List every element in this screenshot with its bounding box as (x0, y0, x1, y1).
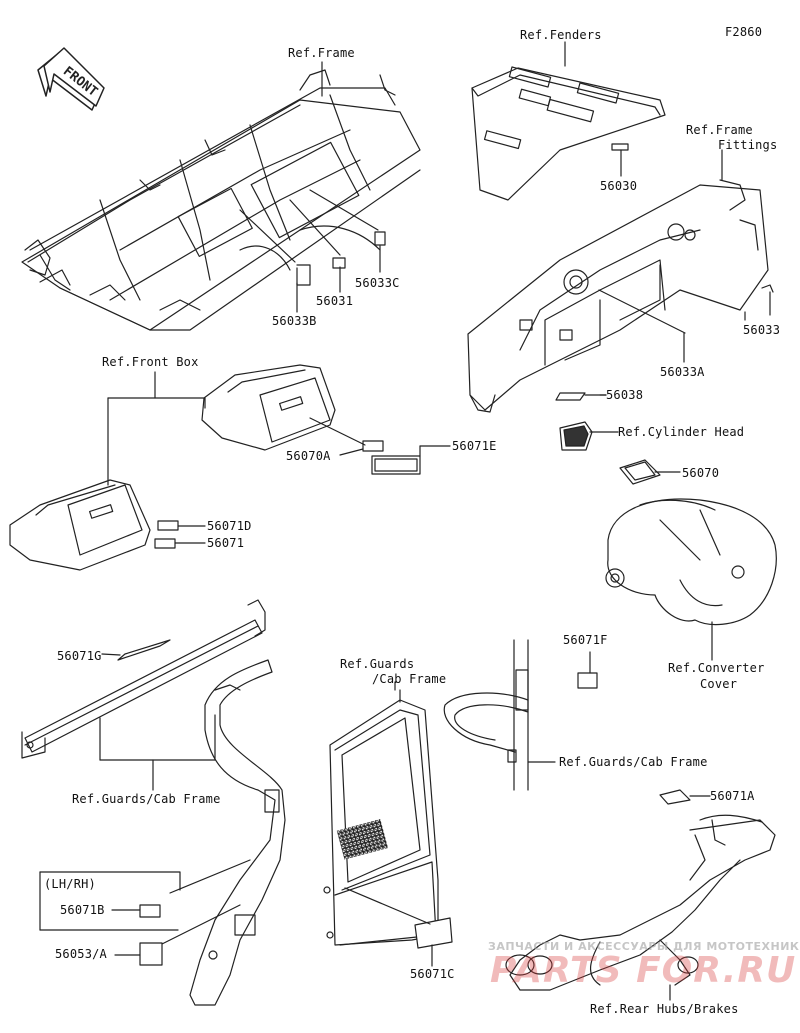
watermark-logo: PARTS FOR.RU (490, 950, 797, 991)
converter-cover-label (619, 459, 681, 485)
ref-frame-fittings-label-line2[interactable]: Fittings (718, 138, 778, 152)
ref-cylinder-head-label[interactable]: Ref.Cylinder Head (618, 425, 745, 439)
ref-fenders-label[interactable]: Ref.Fenders (520, 28, 602, 42)
part-56071B[interactable]: 56071B (60, 903, 105, 917)
ref-converter-label-line1[interactable]: Ref.Converter (668, 661, 765, 675)
part-56071G[interactable]: 56071G (57, 649, 102, 663)
part-56038[interactable]: 56038 (606, 388, 644, 402)
ref-front-box-label[interactable]: Ref.Front Box (102, 355, 199, 369)
part-56071A[interactable]: 56071A (710, 789, 755, 803)
ref-guards-right-label[interactable]: Ref.Guards/Cab Frame (559, 755, 708, 769)
fender-label-56030 (611, 143, 629, 177)
ref-guards-left-label[interactable]: Ref.Guards/Cab Frame (72, 792, 221, 806)
ref-frame-label[interactable]: Ref.Frame (288, 46, 355, 60)
frame-labels (239, 61, 386, 313)
part-56033[interactable]: 56033 (743, 323, 781, 337)
part-56053A[interactable]: 56053/A (55, 947, 107, 961)
fenders-drawing (471, 41, 666, 201)
part-56030[interactable]: 56030 (600, 179, 638, 193)
ref-guards-center-label-line2[interactable]: /Cab Frame (372, 672, 447, 686)
cylinder-head-label-56038 (555, 392, 607, 401)
frame-fittings-drawing (467, 149, 774, 413)
part-56033B[interactable]: 56033B (272, 314, 317, 328)
part-56071D[interactable]: 56071D (207, 519, 252, 533)
guard-bar-drawing (21, 599, 266, 791)
front-box-lower-labels (154, 520, 206, 549)
frame-drawing (21, 69, 421, 331)
front-direction-arrow-icon: FRONT (37, 47, 105, 111)
front-box-lower-drawing (9, 479, 151, 571)
guard-rail-drawing (159, 659, 286, 1006)
part-56033C[interactable]: 56033C (355, 276, 400, 290)
rear-hubs-drawing (505, 789, 776, 1001)
part-56070A[interactable]: 56070A (286, 449, 331, 463)
ref-rear-hubs-label[interactable]: Ref.Rear Hubs/Brakes (590, 1002, 739, 1016)
watermark-tagline: ЗАПЧАСТИ И АКСЕССУАРЫ ДЛЯ МОТОТЕХНИКИ (488, 940, 800, 953)
converter-cover-drawing (605, 498, 777, 661)
part-56071F[interactable]: 56071F (563, 633, 608, 647)
part-56071E[interactable]: 56071E (452, 439, 497, 453)
part-56070[interactable]: 56070 (682, 466, 720, 480)
lh-rh-note: (LH/RH) (44, 877, 96, 891)
part-56071C[interactable]: 56071C (410, 967, 455, 981)
ref-converter-label-line2[interactable]: Cover (700, 677, 738, 691)
front-box-upper-drawing (201, 364, 336, 451)
cab-door-panel-drawing (323, 681, 453, 967)
cylinder-head-part (559, 421, 619, 451)
ref-frame-fittings-label-line1[interactable]: Ref.Frame (686, 123, 753, 137)
front-box-bracket-top (107, 397, 206, 409)
part-56071[interactable]: 56071 (207, 536, 245, 550)
cab-post-drawing (443, 639, 598, 791)
part-56031[interactable]: 56031 (316, 294, 354, 308)
lh-rh-box (39, 871, 181, 966)
front-box-upper-labels (309, 417, 451, 475)
part-56033A[interactable]: 56033A (660, 365, 705, 379)
ref-guards-center-label-line1[interactable]: Ref.Guards (340, 657, 415, 671)
diagram-code: F2860 (725, 25, 763, 39)
